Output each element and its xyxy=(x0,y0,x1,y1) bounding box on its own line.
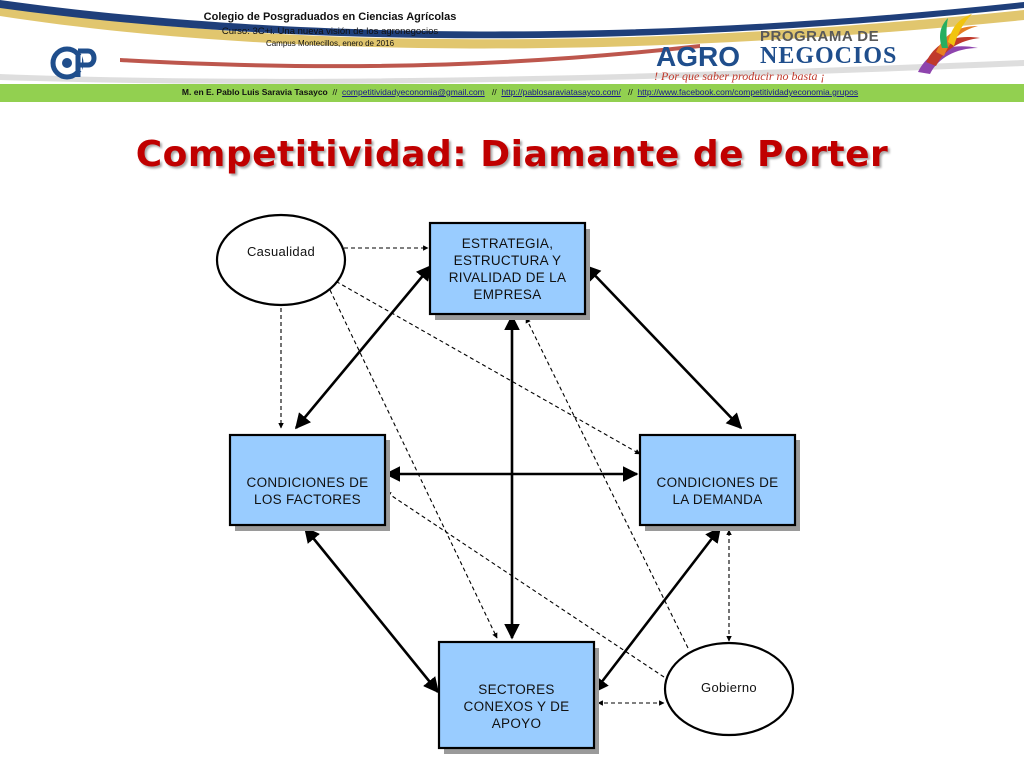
box-factores xyxy=(228,433,387,527)
email-link[interactable]: competitividadyeconomia@gmail.com xyxy=(341,87,485,97)
box-demanda xyxy=(638,433,797,527)
edge-estrategia-factores xyxy=(295,264,432,430)
label-factores: CONDICIONES DE LOS FACTORES xyxy=(246,475,369,507)
cp-monogram-logo-icon xyxy=(50,46,97,80)
header-band-blue xyxy=(0,0,1024,39)
slide-header: Colegio de Posgraduados en Ciencias Agrí… xyxy=(0,0,1024,84)
institution-name: Colegio de Posgraduados en Ciencias Agrí… xyxy=(203,11,457,23)
negocios-wordmark: NEGOCIOS xyxy=(760,43,898,69)
separator: // xyxy=(491,87,497,97)
header-band-red xyxy=(120,44,700,69)
edge-gobierno-estrategia xyxy=(525,317,689,649)
label-demanda: CONDICIONES DE LA DEMANDA xyxy=(656,475,779,507)
edge-demanda-sectores xyxy=(592,526,722,694)
label-sectores: SECTORES CONEXOS Y DE APOYO xyxy=(463,681,570,731)
agro-wordmark: AGRO xyxy=(656,41,740,72)
separator: // xyxy=(332,87,338,97)
label-casualidad: Casualidad xyxy=(246,243,316,259)
author-line: M. en E. Pablo Luis Saravia Tasayco // c… xyxy=(0,87,1024,97)
label-gobierno: Gobierno xyxy=(701,679,757,695)
agronegocios-program-logo: PROGRAMA DE AGRO NEGOCIOS ! Por que sabe… xyxy=(652,20,902,83)
ellipse-gobierno xyxy=(663,641,795,737)
colorful-swoosh-logo-icon xyxy=(918,14,980,74)
ellipse-casualidad xyxy=(215,213,347,307)
facebook-link[interactable]: http://www.facebook.com/competitividadye… xyxy=(637,87,859,97)
label-estrategia: ESTRATEGIA, ESTRUCTURA Y RIVALIDAD DE LA… xyxy=(448,235,567,302)
program-of-label: PROGRAMA DE xyxy=(760,28,880,45)
author-name: M. en E. Pablo Luis Saravia Tasayco xyxy=(181,87,328,97)
blog-link[interactable]: http://pablosaraviatasayco.com/ xyxy=(501,87,621,97)
header-wave-bands xyxy=(0,0,1024,84)
solid-mutual-arrows xyxy=(295,264,743,694)
header-band-gold xyxy=(0,6,1024,49)
course-name: Curso: 3C+i. Una nueva visión de los agr… xyxy=(221,26,439,37)
diamond-boxes xyxy=(228,221,797,750)
edge-estrategia-demanda xyxy=(584,264,743,430)
campus-date: Campus Montecillos, enero de 2016 xyxy=(265,39,395,48)
box-sectores xyxy=(437,640,596,750)
box-estrategia xyxy=(428,221,587,316)
separator: // xyxy=(627,87,633,97)
slide-title: Competitividad: Diamante de Porter xyxy=(135,134,889,175)
author-bar xyxy=(0,84,1024,102)
program-slogan: ! Por que saber producir no basta ¡ xyxy=(654,69,826,83)
edge-factores-sectores xyxy=(303,526,440,694)
header-band-gray xyxy=(0,60,1024,84)
